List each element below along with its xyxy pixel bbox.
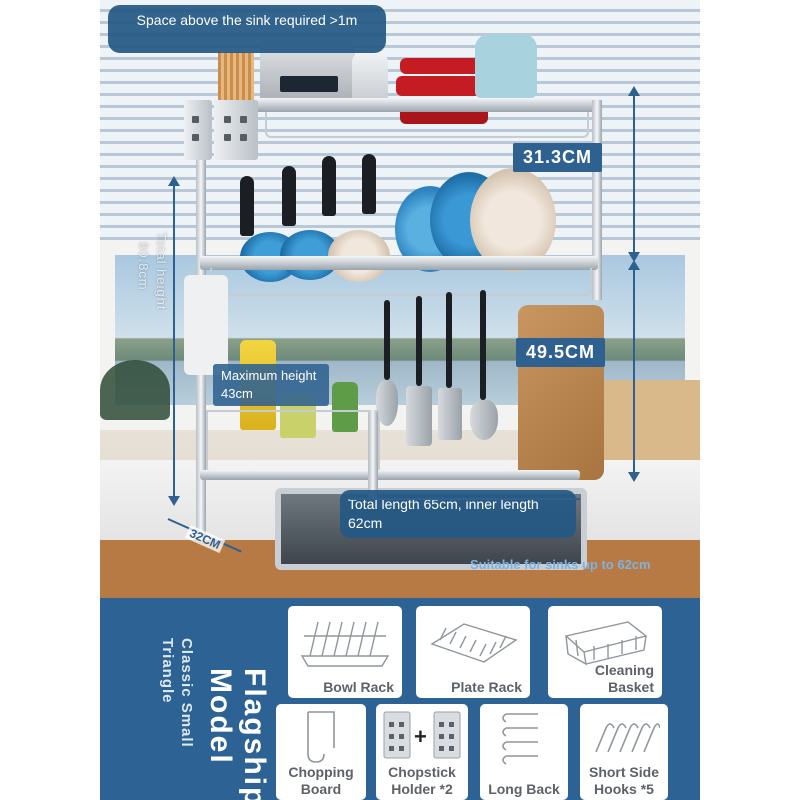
short-side-hooks-icon: [595, 723, 660, 753]
sink-clearance-text: Space above the sink required >1m: [136, 12, 358, 28]
red-pot-image: [396, 76, 492, 96]
accessory-card-cleaning-basket: Cleaning Basket: [548, 606, 662, 698]
glass-jar-image: [352, 52, 388, 102]
knife-handle: [240, 176, 254, 236]
utensil-handle: [446, 292, 452, 388]
accessory-card-bowl-rack: Bowl Rack: [288, 606, 402, 698]
holder-hole: [224, 134, 231, 141]
total-height-label: Total height: [154, 232, 169, 311]
slotted-spatula-image: [406, 386, 432, 446]
holder-hole: [240, 134, 247, 141]
total-height-value: 80.8cm: [136, 242, 151, 291]
turner-image: [438, 388, 462, 440]
accessory-label: Cleaning Basket: [594, 662, 654, 695]
holder-hole: [192, 134, 199, 141]
lower-gap-arrow: [628, 260, 640, 482]
whisk-head-image: [376, 380, 398, 426]
sponge-image: [332, 382, 358, 432]
cutting-board-image: [518, 305, 604, 480]
chopstick-holder-left: [184, 100, 212, 160]
top-shelf: [250, 98, 600, 112]
kitchen-photo: [100, 0, 700, 598]
accessory-label: Short Side Hooks *5: [588, 764, 659, 797]
towel-image: [184, 275, 228, 375]
accessory-label: Plate Rack: [451, 679, 522, 695]
chopping-board-hook-icon: [307, 711, 335, 763]
accessory-label: Chopping Board: [288, 764, 354, 797]
length-arrow: [350, 498, 580, 500]
top-shelf-basket: [265, 112, 589, 138]
rack-post-right: [592, 100, 602, 300]
middle-shelf: [200, 256, 598, 270]
upper-gap-arrow: [628, 86, 640, 262]
utensil-handle: [384, 300, 390, 380]
chopstick-holder-right: [214, 100, 258, 160]
upper-gap-label: 31.3CM: [513, 143, 603, 172]
faucet-image: [368, 410, 378, 500]
bowl-rack-icon: [300, 621, 390, 667]
knife-handle: [322, 156, 336, 216]
kettle-image: [475, 34, 537, 98]
model-subtitle: Classic Small Triangle: [159, 638, 195, 748]
accessory-panel: Flagship Model Classic Small Triangle Bo…: [100, 598, 700, 800]
accessory-card-short-side-hooks: Short Side Hooks *5: [580, 704, 668, 800]
chopstick-holder-icon: [383, 711, 411, 759]
plus-icon: +: [414, 724, 427, 749]
max-height-label: Maximum height 43cm: [213, 364, 329, 406]
accessory-card-plate-rack: Plate Rack: [416, 606, 530, 698]
accessory-label: Chopstick Holder *2: [388, 764, 456, 797]
accessory-label: Long Back: [488, 781, 560, 797]
chopstick-holder-icon: [433, 711, 461, 759]
model-title: Flagship Model: [204, 668, 271, 800]
total-length-text: Total length 65cm, inner length 62cm: [348, 496, 539, 531]
holder-hole: [224, 116, 231, 123]
holder-hole: [240, 116, 247, 123]
ladle-image: [470, 400, 498, 440]
beige-plate-image: [470, 168, 556, 272]
accessory-card-chopping-board: Chopping Board: [276, 704, 366, 800]
accessory-label: Bowl Rack: [323, 679, 394, 695]
holder-hole: [192, 116, 199, 123]
middle-shelf-basket: [210, 268, 592, 296]
total-height-arrow: [168, 176, 180, 506]
chopsticks-image: [218, 52, 254, 100]
cleaning-basket: [206, 410, 380, 474]
utensil-handle: [416, 296, 422, 386]
accessory-card-long-back-hooks: Long Back: [480, 704, 568, 800]
lower-gap-label: 49.5CM: [516, 338, 606, 367]
plant-decoration: [100, 360, 170, 420]
cleaning-basket-icon: [564, 621, 648, 666]
plate-rack-icon: [430, 623, 518, 663]
sink-fit-label: Suitable for sinks up to 62cm: [470, 557, 651, 572]
knife-handle: [282, 166, 296, 226]
accessory-card-chopstick-holder: + Chopstick Holder *2: [376, 704, 468, 800]
rice-cooker-display: [280, 76, 338, 92]
red-pot-lid-image: [400, 58, 490, 74]
knife-handle: [362, 154, 376, 214]
bottom-rail: [200, 470, 580, 480]
utensil-handle: [480, 290, 486, 400]
sink-clearance-callout: Space above the sink required >1m: [108, 5, 386, 53]
long-back-hook-icon: [502, 713, 538, 765]
